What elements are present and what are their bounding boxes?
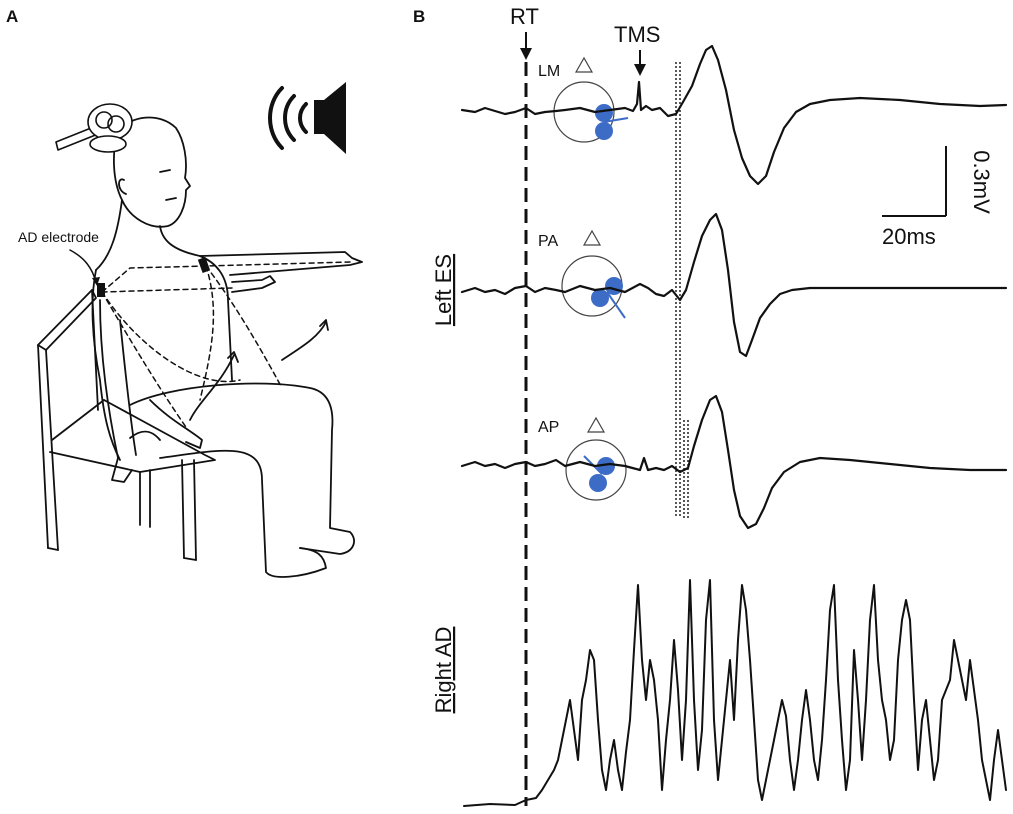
tms-label: TMS xyxy=(614,22,660,47)
condition-label-pa: PA xyxy=(538,233,558,250)
seated-subject-drawing xyxy=(37,116,363,578)
scale-bar-amplitude-label: 0.3mV xyxy=(969,150,994,214)
chair xyxy=(37,289,216,561)
head-icon-pa xyxy=(561,229,626,319)
panel-label-b: B xyxy=(413,7,425,26)
condition-label-lm: LM xyxy=(538,63,560,80)
tms-coil-icon xyxy=(55,103,133,153)
speaker-icon xyxy=(268,82,346,154)
right-ad-label: Right AD xyxy=(431,627,456,714)
trace-lm xyxy=(460,44,1008,186)
head-icon-ap xyxy=(565,416,627,501)
head-icon-lm xyxy=(553,56,629,143)
ad-electrode-arrow xyxy=(69,249,97,283)
scale-bar: 20ms 0.3mV xyxy=(882,146,994,249)
trace-pa xyxy=(460,212,1008,358)
trace-right-ad xyxy=(463,579,1007,807)
rt-arrowhead xyxy=(520,48,532,60)
scale-bar-time-label: 20ms xyxy=(882,224,936,249)
ad-electrode-right xyxy=(197,257,211,273)
tms-arrowhead xyxy=(634,64,646,76)
condition-label-ap: AP xyxy=(538,419,559,436)
ad-electrode-label: AD electrode xyxy=(18,229,99,245)
trace-ap xyxy=(460,394,1008,530)
head xyxy=(113,116,191,228)
panel-label-a: A xyxy=(6,7,18,26)
ad-electrode-arrowhead xyxy=(92,277,100,286)
ad-electrode-left xyxy=(97,283,105,297)
electrode-paths xyxy=(101,261,351,431)
rt-label: RT xyxy=(510,4,539,29)
left-es-label: Left ES xyxy=(431,254,456,326)
